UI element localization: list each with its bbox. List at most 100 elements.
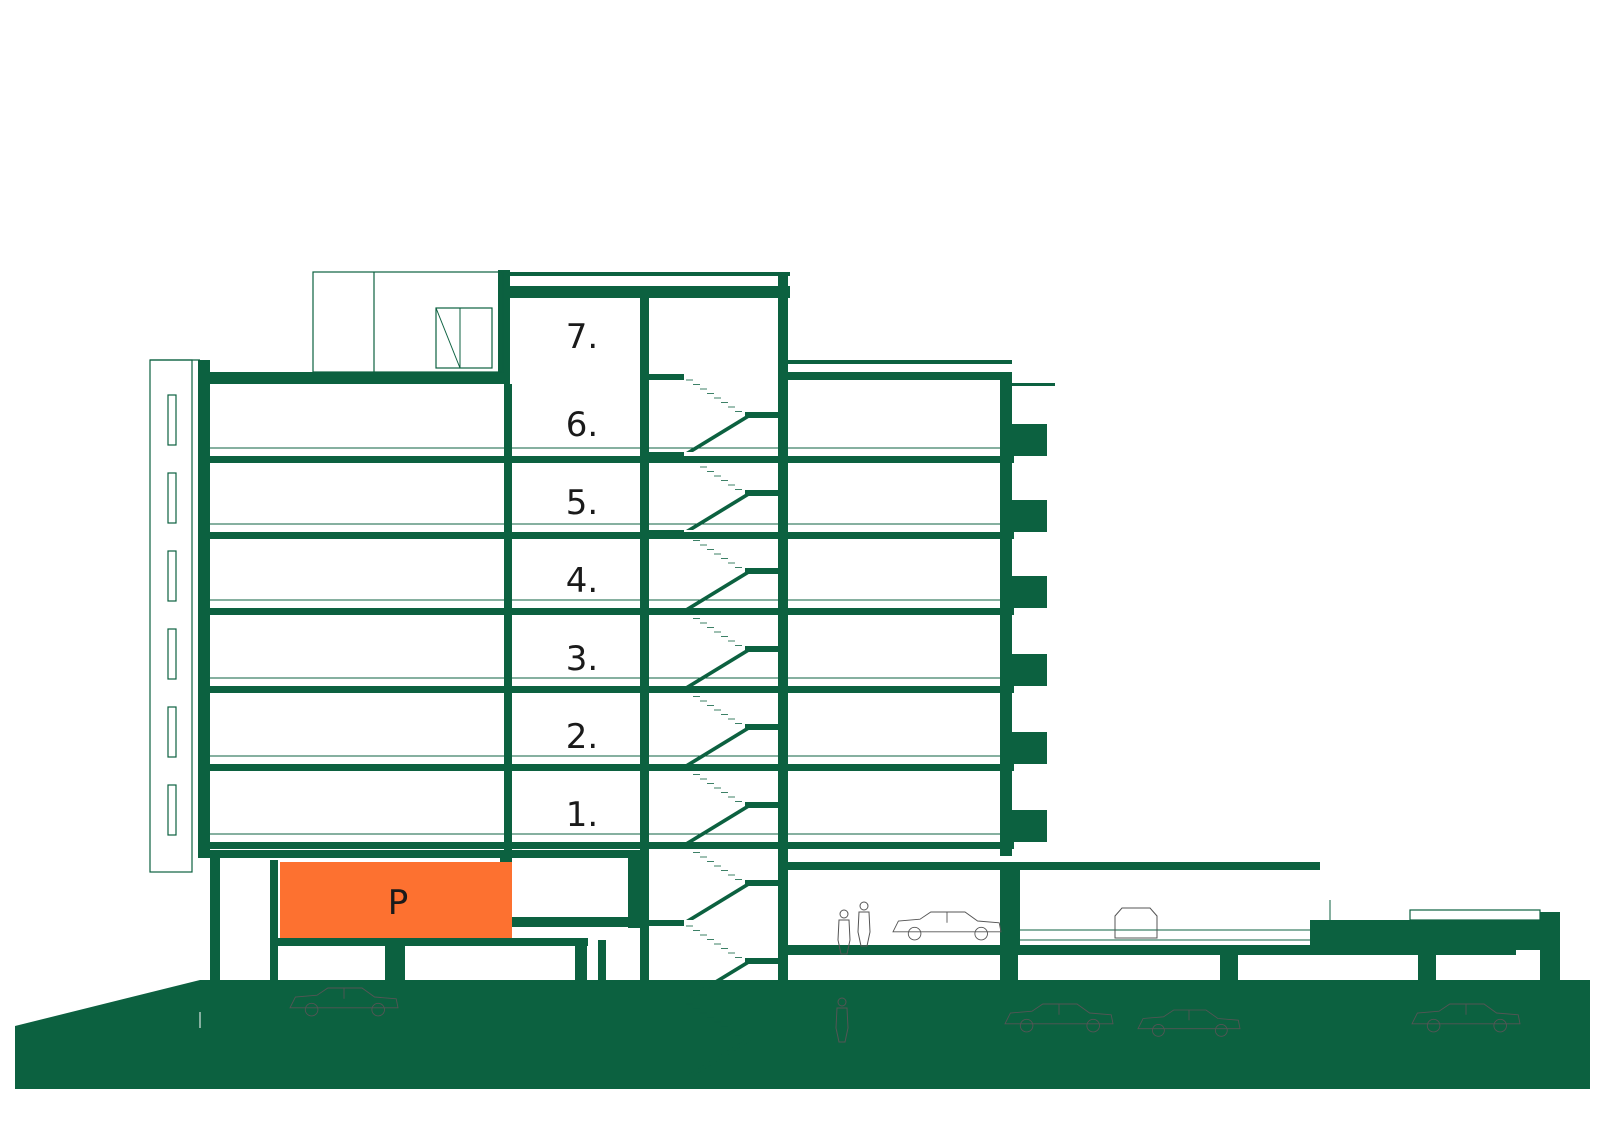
floor-label-1: 1. [566, 795, 598, 835]
person-icon [857, 901, 871, 947]
basement-column-2 [575, 938, 587, 1023]
stair-flight-3 [686, 650, 752, 686]
tower-left-wall [498, 270, 510, 372]
car-wheel-rear [1493, 1018, 1507, 1033]
stair-mid-landing-8 [745, 1036, 780, 1042]
roof-parapet-right [784, 360, 1012, 364]
stair-landing-8 [649, 998, 684, 1004]
car-wheel-rear [974, 926, 988, 941]
podium-wall-mid-2 [628, 850, 640, 928]
deck-end-wall [1540, 912, 1560, 1030]
window-slit-6 [167, 784, 177, 836]
person-icon [837, 909, 851, 955]
basement-floor-left [270, 1005, 588, 1013]
balcony-1 [1012, 810, 1047, 842]
car-icon [289, 987, 399, 1017]
basement-column-1 [385, 938, 405, 1004]
highlight-unit-p [280, 862, 512, 938]
deck-rail [1409, 909, 1541, 921]
deck-column-4 [1418, 955, 1436, 1020]
main-right-wall [1000, 378, 1012, 856]
sketch-figures [289, 901, 1521, 1043]
floor-label-7: 7. [566, 317, 598, 357]
stair-landing-0 [649, 374, 684, 380]
stair-flight-0 [686, 416, 752, 452]
deck-lower-floor [786, 1022, 1546, 1030]
car-body [289, 987, 399, 1009]
car-wheel-rear [1214, 1024, 1228, 1037]
floor-label-2: 2. [566, 717, 598, 757]
tower-roof-edge [510, 272, 790, 276]
floor-slab-4 [198, 608, 1014, 615]
podium-slab-mid-low [500, 917, 640, 927]
car-wheel-front [304, 1002, 319, 1017]
floor-label-6: 6. [566, 405, 598, 445]
stair-landing-5 [649, 764, 684, 770]
podium-wall [270, 860, 278, 1020]
podium-column-left [210, 852, 220, 980]
balcony-2 [1012, 732, 1047, 764]
pavilion-door [435, 307, 493, 369]
car-wheel-front [1019, 1018, 1034, 1033]
deck-column-2 [1000, 955, 1018, 1020]
person-body [837, 919, 851, 955]
deck-column-1 [1000, 862, 1020, 950]
stair-wall-right [778, 276, 788, 1036]
stair-mid-landing-0 [745, 412, 780, 418]
car-icon [892, 911, 1002, 941]
roof-edge-right [1010, 383, 1055, 386]
person-head [859, 901, 869, 911]
stair-flight-2 [686, 572, 752, 608]
car-wheel-rear [371, 1002, 385, 1017]
stair-mid-landing-2 [745, 568, 780, 574]
balcony-5 [1012, 500, 1047, 532]
car-body [1137, 1009, 1241, 1030]
car-body [1411, 1003, 1521, 1025]
car-body [892, 911, 1002, 933]
stair-wall-left [640, 296, 649, 1036]
balcony-4 [1012, 576, 1047, 608]
unit-label-p: P [388, 883, 409, 923]
car-icon [1137, 1009, 1241, 1037]
floor-label-3: 3. [566, 639, 598, 679]
stair-flight-1 [686, 494, 752, 530]
corridor-wall-left [504, 384, 512, 850]
stair-base-wall [598, 940, 606, 1022]
person-icon [835, 997, 849, 1043]
highlighted-unit [280, 862, 512, 938]
floor-slab-1 [198, 842, 1014, 849]
window-slit-3 [167, 550, 177, 602]
stair-landing-7 [649, 920, 684, 926]
window-slit-1 [167, 394, 177, 446]
building-structure [15, 270, 1590, 1089]
podium-slab [210, 850, 510, 858]
person-head [839, 909, 849, 919]
roof-slab-right [785, 372, 1012, 380]
window-slit-5 [167, 706, 177, 758]
stair-landing-4 [649, 686, 684, 692]
stair-landing-6 [649, 842, 684, 848]
deck-upper-top [786, 862, 1320, 870]
balcony-6 [1012, 424, 1047, 456]
window-slit-4 [167, 628, 177, 680]
stair-mid-landing-7 [745, 958, 780, 964]
stair-mid-landing-4 [745, 724, 780, 730]
floor-slab-3 [198, 686, 1014, 693]
person-body [857, 911, 871, 947]
stair-landing-1 [649, 452, 684, 458]
stair-landing-2 [649, 530, 684, 536]
car-wheel-front [1152, 1024, 1165, 1037]
floor-label-5: 5. [566, 483, 598, 523]
car-icon [1411, 1003, 1521, 1033]
podium-slab-mid [500, 850, 640, 858]
floor-slab-6 [198, 456, 1014, 463]
person-body [835, 1007, 849, 1043]
stair-mid-landing-5 [745, 802, 780, 808]
car-wheel-rear [1086, 1018, 1100, 1033]
ground [15, 980, 1590, 1089]
pavilion-door-swing [435, 307, 461, 369]
basement-slab-left [270, 938, 588, 946]
car-icon [1114, 907, 1158, 939]
car-icon [1004, 1003, 1114, 1033]
